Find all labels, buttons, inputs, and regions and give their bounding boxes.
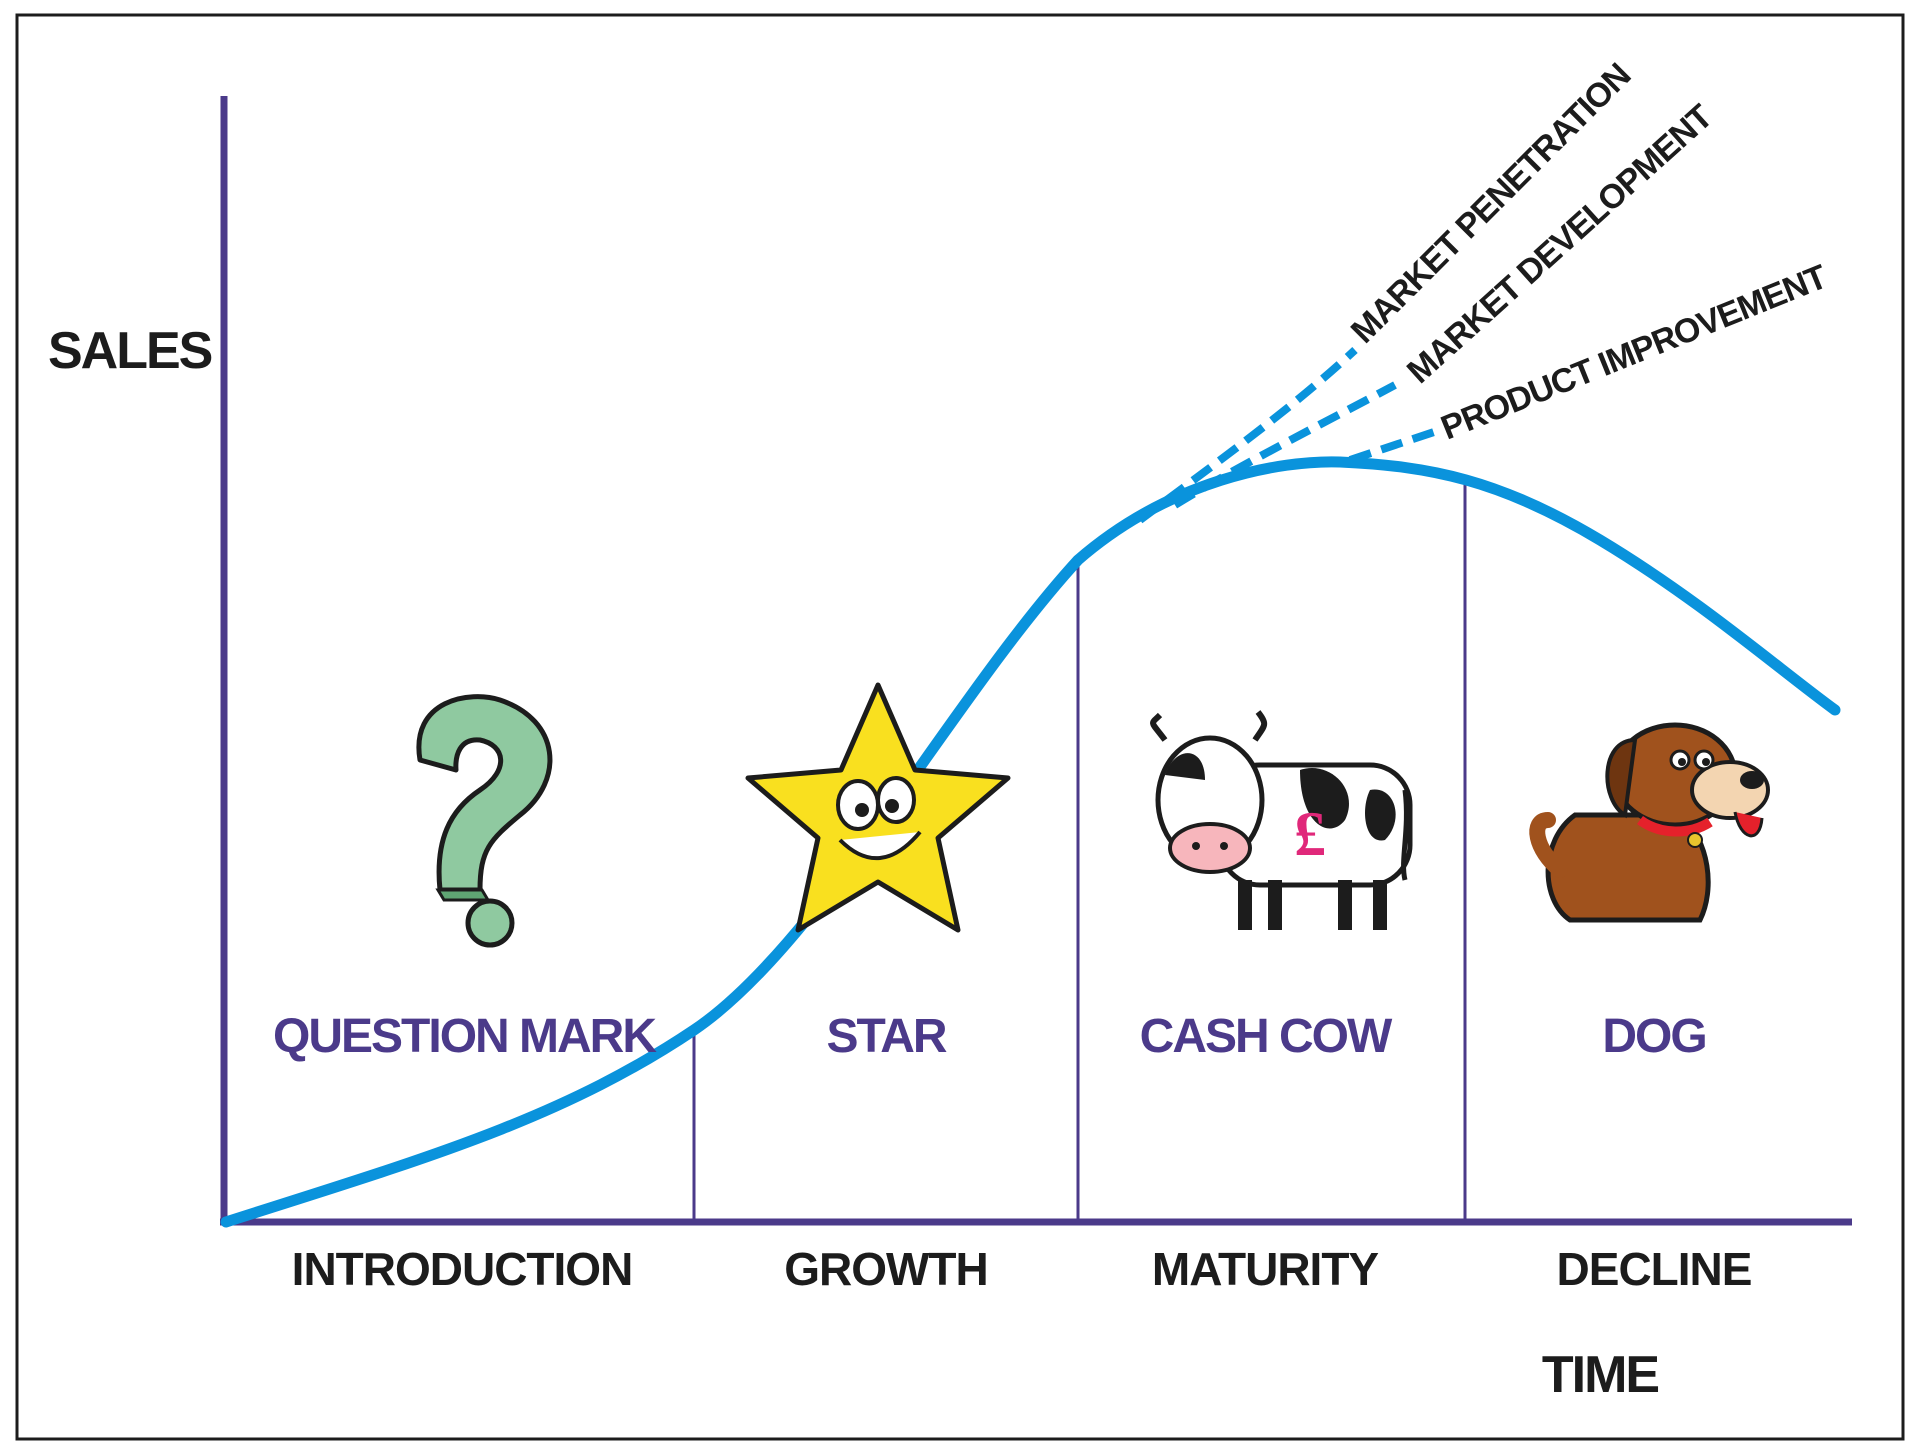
strategy-line-product-improvement xyxy=(1348,426,1442,464)
strategy-line-market-development xyxy=(1172,381,1397,509)
x-axis-title: TIME xyxy=(1542,1346,1659,1404)
stage-label-introduction: INTRODUCTION xyxy=(292,1243,633,1295)
sales-curve xyxy=(220,456,1841,1228)
cow-pound-badge: £ xyxy=(1294,798,1326,869)
dog-icon xyxy=(1529,722,1770,923)
bcg-label-cash-cow: CASH COW xyxy=(1140,1010,1393,1063)
bcg-label-question-mark: QUESTION MARK xyxy=(273,1010,657,1063)
cow-icon: £ xyxy=(1150,710,1413,930)
star-icon xyxy=(745,682,1011,933)
bcg-label-star: STAR xyxy=(826,1010,946,1063)
diagram-frame xyxy=(15,13,1905,1441)
stage-label-decline: DECLINE xyxy=(1557,1243,1752,1295)
question-mark-icon xyxy=(416,694,553,948)
bcg-label-dog: DOG xyxy=(1602,1010,1705,1063)
stage-label-growth: GROWTH xyxy=(784,1243,988,1295)
stage-label-maturity: MATURITY xyxy=(1152,1243,1379,1295)
y-axis-title: SALES xyxy=(48,322,212,380)
